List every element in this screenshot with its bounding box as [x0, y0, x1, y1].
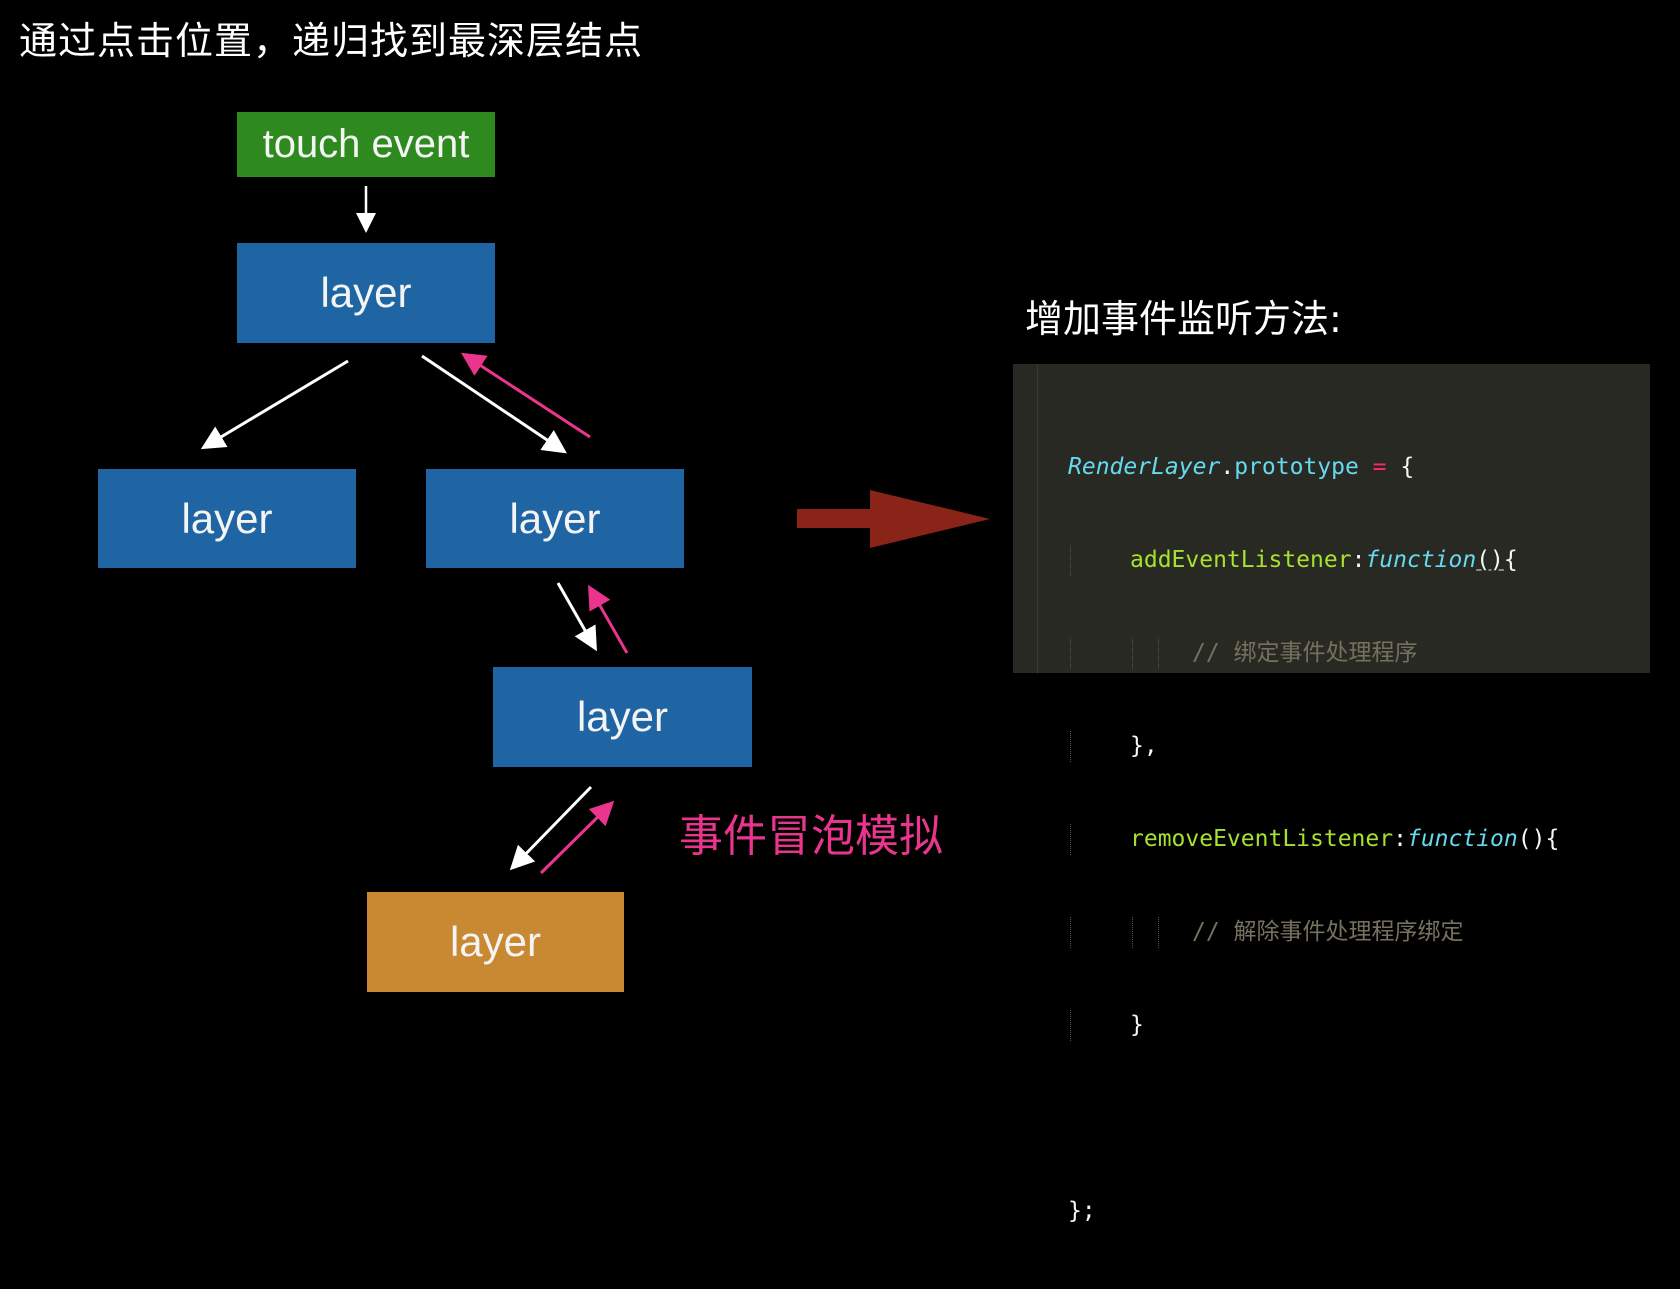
- layer-node-level1: layer: [237, 243, 495, 343]
- bubble-arrow-right-to-layer1: [460, 352, 591, 439]
- bubble-arrow-layer3-to-right: [588, 584, 629, 654]
- indent-guide: [1037, 364, 1038, 673]
- layer-node-level2-left: layer: [98, 469, 356, 568]
- event-bubbling-label: 事件冒泡模拟: [679, 811, 943, 862]
- capture-arrow-right-to-layer3: [556, 582, 597, 652]
- capture-arrow-layer3-to-deepest: [509, 785, 593, 871]
- touch-event-node: touch event: [237, 112, 495, 177]
- slide-title: 通过点击位置，递归找到最深层结点: [19, 19, 644, 63]
- code-line-4: },: [1068, 731, 1559, 762]
- code-line-7: }: [1068, 1010, 1559, 1041]
- add-listener-heading: 增加事件监听方法:: [1025, 297, 1342, 341]
- code-block: RenderLayer.prototype = { addEventListen…: [1068, 390, 1559, 1289]
- layer-node-level2-right: layer: [426, 469, 684, 568]
- code-line-8: [1068, 1103, 1559, 1134]
- code-line-1: RenderLayer.prototype = {: [1068, 454, 1415, 480]
- code-line-9: };: [1068, 1198, 1096, 1224]
- layer-node-deepest: layer: [367, 892, 624, 992]
- capture-arrow-layer1-to-right: [421, 354, 567, 454]
- transition-arrow-icon: [797, 490, 990, 548]
- code-panel: RenderLayer.prototype = { addEventListen…: [1013, 364, 1650, 1224]
- layer-node-level3: layer: [493, 667, 752, 767]
- arrows-layer: [200, 186, 990, 875]
- capture-arrow-layer1-to-left: [200, 359, 349, 450]
- code-line-2: addEventListener:function(){: [1068, 545, 1559, 576]
- bubble-arrow-deepest-to-layer3: [539, 800, 615, 875]
- code-line-3: // 绑定事件处理程序: [1068, 638, 1559, 669]
- code-line-6: // 解除事件处理程序绑定: [1068, 917, 1559, 948]
- code-line-5: removeEventListener:function(){: [1068, 824, 1559, 855]
